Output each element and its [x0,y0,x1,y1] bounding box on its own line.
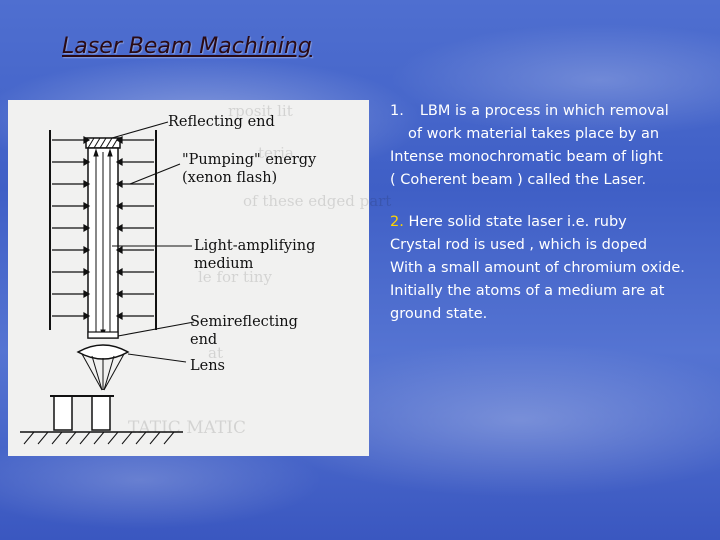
bleed-text: le for tiny [198,268,272,286]
converging-beam [81,353,125,391]
point-1-text-1: LBM is a process in which removal [419,103,669,119]
point-1: 1. LBM is a process in which removal of w… [390,100,669,192]
internal-beams [93,148,113,338]
bleed-text: TATIC MATIC [128,418,247,438]
point-1-number: 1. [390,103,404,119]
point-1-line-4: ( Coherent beam ) called the Laser. [390,172,647,188]
point-2-text-1: Here solid state laser i.e. ruby [408,214,627,230]
base-hatching [23,431,175,445]
semireflecting-end [87,331,119,339]
pumping-arrows-left [52,135,91,321]
workpiece-right [91,395,111,431]
label-reflecting-end: Reflecting end [168,114,275,130]
leader-lines [111,121,195,363]
point-2-number: 2. [390,214,404,230]
slide-title: Laser Beam Machining [62,34,312,59]
bleed-text: rposit lit [228,102,293,120]
point-1-line-3: Intense monochromatic beam of light [390,149,663,165]
point-2: 2. Here solid state laser i.e. ruby Crys… [390,211,685,326]
label-semireflecting: Semireflecting [190,314,298,330]
label-light-amplifying: Light-amplifying [194,238,316,254]
bleed-text: at [208,344,223,362]
laser-schematic [20,121,195,445]
point-2-line-4: Initially the atoms of a medium are at [390,283,665,299]
point-1-line-2: of work material takes place by an [408,126,660,142]
point-2-line-2: Crystal rod is used , which is doped [390,237,648,253]
label-pumping-energy: "Pumping" energy [182,152,317,168]
label-lens: Lens [190,358,225,374]
point-2-line-5: ground state. [390,306,488,322]
pumping-arrows-right [115,135,154,321]
bleed-text: of these edged part [243,192,392,210]
point-1-line-1: 1. LBM is a process in which removal [390,100,669,123]
workpiece-left [53,395,73,431]
laser-diagram-figure: rposit lit teria of these edged part le … [8,100,391,456]
label-end: end [190,332,218,348]
point-2-line-1: 2. Here solid state laser i.e. ruby [390,211,685,234]
label-xenon-flash: (xenon flash) [182,170,278,186]
lens-shape [76,344,130,360]
bleed-text: teria [258,144,294,162]
label-medium: medium [194,256,254,272]
point-2-line-3: With a small amount of chromium oxide. [390,260,685,276]
